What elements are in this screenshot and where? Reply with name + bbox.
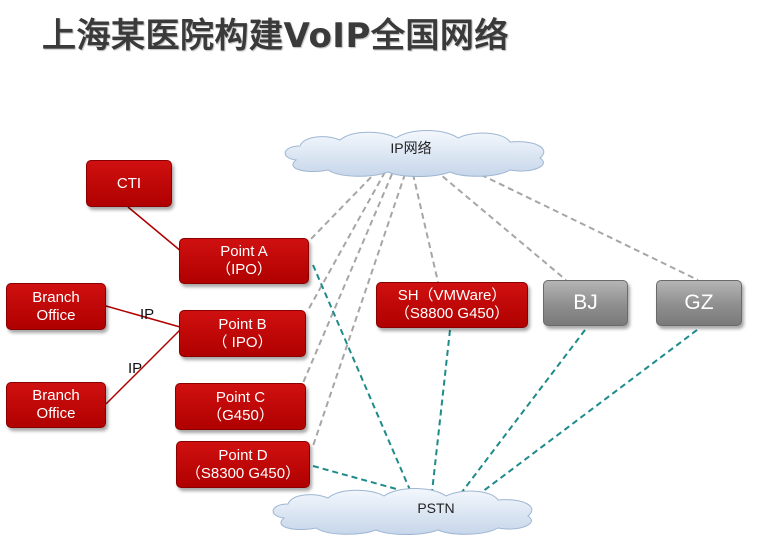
node-branch-office-2-line1: Branch: [32, 387, 80, 404]
ip-link-point-c: [302, 173, 393, 384]
node-bj-label: BJ: [573, 291, 598, 314]
node-cti-label: CTI: [116, 174, 142, 192]
node-point-a[interactable]: Point A （IPO）: [179, 238, 309, 284]
ip-link-point-b: [306, 171, 386, 313]
node-point-d-name: Point D: [218, 446, 268, 464]
link-branch1-point-b: [105, 305, 181, 328]
node-point-b-type: （ IPO）: [212, 333, 273, 351]
node-point-d-type: （S8300 G450）: [185, 464, 301, 482]
node-gz[interactable]: GZ: [656, 280, 742, 326]
node-gz-label: GZ: [684, 291, 714, 314]
pstn-label: PSTN: [417, 500, 455, 516]
link-cti-point-a: [127, 206, 183, 253]
pstn-cloud: [272, 488, 533, 535]
node-point-c-name: Point C: [215, 388, 266, 406]
node-sh-type: （S8800 G450）: [394, 305, 510, 322]
ip-link-bj: [434, 169, 567, 281]
link-branch2-point-b: [105, 329, 181, 405]
node-sh-name: SH（VMWare）: [397, 287, 507, 304]
node-branch-office-2-line2: Office: [36, 405, 76, 422]
pstn-link-bj: [461, 329, 586, 493]
node-branch-office-1-line1: Branch: [32, 288, 80, 306]
pstn-link-point-d: [312, 465, 401, 491]
node-point-c[interactable]: Point C （G450）: [175, 383, 306, 430]
node-cti[interactable]: CTI: [86, 160, 172, 207]
pstn-link-gz: [481, 329, 698, 493]
link-label-ip-2: IP: [128, 360, 143, 377]
page-title: 上海某医院构建VoIP全国网络: [42, 16, 509, 56]
node-sh[interactable]: SH（VMWare） （S8800 G450）: [376, 282, 528, 328]
ip-network-cloud: [284, 130, 545, 177]
link-label-ip-1: IP: [140, 306, 155, 323]
node-bj[interactable]: BJ: [543, 280, 628, 326]
ip-link-point-d: [312, 173, 406, 447]
node-point-b[interactable]: Point B （ IPO）: [179, 310, 306, 357]
ip-link-gz: [462, 165, 699, 281]
ip-link-sh: [412, 173, 439, 283]
pstn-link-sh: [431, 329, 451, 493]
node-point-a-type: （IPO）: [216, 261, 272, 278]
ip-link-point-a: [309, 169, 379, 241]
node-point-c-type: （G450）: [207, 406, 274, 424]
pstn-link-point-a: [312, 264, 411, 491]
node-branch-office-2[interactable]: Branch Office: [6, 382, 106, 428]
node-point-a-name: Point A: [220, 243, 268, 260]
node-point-b-name: Point B: [218, 315, 267, 333]
node-point-d[interactable]: Point D （S8300 G450）: [176, 441, 310, 488]
node-branch-office-1[interactable]: Branch Office: [6, 283, 106, 330]
ip-network-label: IP网络: [390, 140, 432, 156]
node-branch-office-1-line2: Office: [36, 306, 76, 324]
